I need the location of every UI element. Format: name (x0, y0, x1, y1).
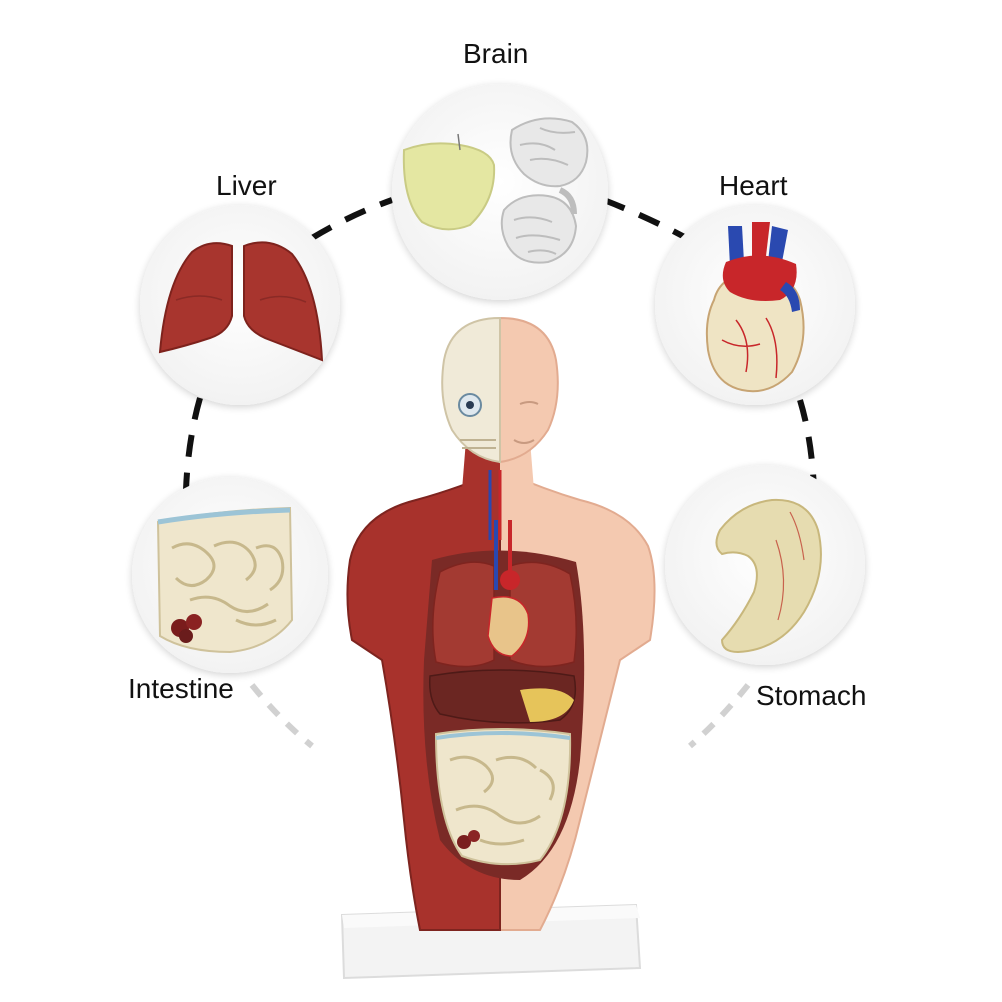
left-lobe (158, 242, 233, 354)
right-lobe (243, 241, 324, 362)
lungs-left (432, 561, 495, 668)
stomach-circle (665, 465, 865, 665)
label-stomach: Stomach (756, 680, 867, 711)
brain-model (500, 117, 589, 264)
label-heart: Heart (719, 170, 788, 201)
dash-brain-heart (602, 197, 692, 243)
label-brain: Brain (463, 38, 529, 69)
brain-circle (392, 84, 608, 300)
heart-model (705, 222, 805, 393)
torso-heart (487, 596, 530, 657)
intestine-circle (132, 477, 328, 673)
lungs-right (509, 561, 577, 668)
label-liver: Liver (216, 170, 277, 201)
stomach-model (715, 498, 822, 654)
liver-circle (140, 205, 340, 405)
heart-circle (655, 205, 855, 405)
dash-liver-intestine (183, 397, 203, 491)
label-intestine: Intestine (128, 673, 234, 704)
intestine-model (156, 506, 294, 654)
torso-intestine (434, 728, 572, 866)
skull-cap (402, 142, 496, 231)
head-skull (441, 316, 501, 464)
fading-dash-arc (249, 683, 751, 749)
head-skin (499, 316, 559, 464)
torso-model (340, 316, 656, 980)
dash-liver-brain (310, 197, 394, 241)
